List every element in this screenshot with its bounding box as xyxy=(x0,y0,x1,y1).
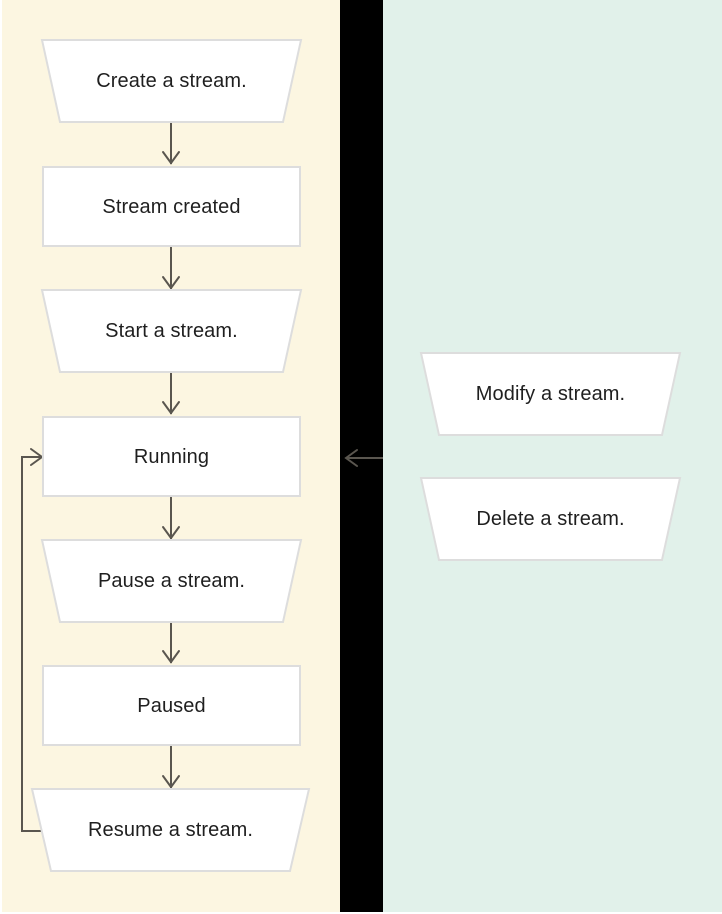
panel-divider xyxy=(340,0,383,912)
rectangle-shape xyxy=(42,166,301,247)
trapezoid-shape xyxy=(419,352,682,436)
rectangle-shape xyxy=(42,416,301,497)
trapezoid-shape xyxy=(30,788,311,872)
stream-operations-panel xyxy=(383,0,722,912)
node-stream-created[interactable]: Stream created xyxy=(42,166,301,247)
trapezoid-shape xyxy=(40,39,303,123)
node-resume-a-stream[interactable]: Resume a stream. xyxy=(30,788,311,872)
rectangle-shape xyxy=(42,665,301,746)
trapezoid-shape xyxy=(419,477,682,561)
node-create-a-stream[interactable]: Create a stream. xyxy=(40,39,303,123)
node-start-a-stream[interactable]: Start a stream. xyxy=(40,289,303,373)
trapezoid-shape xyxy=(40,289,303,373)
node-running[interactable]: Running xyxy=(42,416,301,497)
node-delete-a-stream[interactable]: Delete a stream. xyxy=(419,477,682,561)
trapezoid-shape xyxy=(40,539,303,623)
node-pause-a-stream[interactable]: Pause a stream. xyxy=(40,539,303,623)
node-paused[interactable]: Paused xyxy=(42,665,301,746)
node-modify-a-stream[interactable]: Modify a stream. xyxy=(419,352,682,436)
